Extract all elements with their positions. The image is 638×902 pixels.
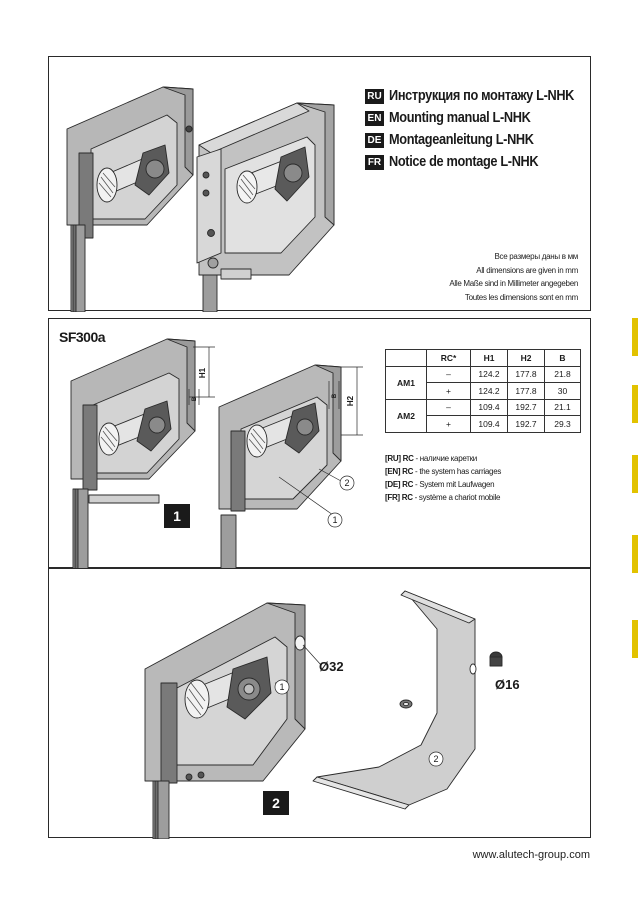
table-cell: 30	[544, 382, 581, 400]
part-2-marker-bottom: 2	[433, 754, 438, 764]
title-fr: FR Notice de montage L-NHK	[365, 151, 599, 173]
table-cell: +	[426, 415, 471, 433]
hole-32-callout: Ø32	[319, 659, 344, 674]
table-cell: 192.7	[507, 415, 545, 433]
table-row: + 124.2 177.8 30	[386, 382, 581, 400]
drilling-illustration: 1 2	[144, 590, 503, 839]
table-cell: 29.3	[544, 415, 581, 433]
lang-badge-fr: FR	[365, 154, 384, 170]
table-cell: –	[426, 398, 471, 416]
dimension-note-de: Alle Maße sind in Millimeter angegeben	[449, 279, 578, 288]
table-row: AM1 – 124.2 177.8 21.8	[385, 365, 581, 400]
rc-note-ru: [RU] RC - наличие каретки	[385, 452, 501, 465]
dimension-note-ru: Все размеры даны в мм	[494, 252, 578, 261]
rc-note-text: - système a chariot mobile	[412, 493, 501, 502]
table-cell: 124.2	[470, 382, 508, 400]
side-marker	[632, 535, 638, 573]
rc-note-fr: [FR] RC - système a chariot mobile	[385, 491, 501, 504]
dimension-note-en: All dimensions are given in mm	[476, 265, 578, 275]
rc-note-lang: [DE] RC	[385, 480, 414, 489]
rc-note-lang: [EN] RC	[385, 467, 414, 476]
table-cell: 21.1	[544, 398, 581, 416]
lang-badge-ru: RU	[365, 88, 384, 104]
part-2-marker: 2	[344, 478, 349, 488]
table-header-blank	[385, 349, 427, 367]
side-marker	[632, 620, 638, 658]
table-cell: 109.4	[470, 415, 508, 433]
table-cell: –	[426, 365, 471, 383]
b-label-1: B	[192, 396, 198, 401]
rc-note-text: - the system has carriages	[413, 467, 502, 476]
table-cell: 192.7	[507, 398, 545, 416]
title-text-en: Mounting manual L-NHK	[389, 110, 531, 126]
step-1-badge: 1	[164, 504, 190, 528]
h1-label: H1	[198, 367, 207, 378]
table-header-h1: H1	[470, 349, 508, 367]
title-text-fr: Notice de montage L-NHK	[389, 154, 539, 170]
cover-panel: RU Инструкция по монтажу L-NHK EN Mounti…	[48, 56, 591, 312]
title-ru: RU Инструкция по монтажу L-NHK	[365, 85, 599, 107]
rc-note-lang: [FR] RC	[385, 493, 413, 502]
rc-note-text: - System mit Laufwagen	[413, 480, 495, 489]
table-cell: 177.8	[507, 382, 545, 400]
side-marker	[632, 455, 638, 493]
table-cell: 124.2	[470, 365, 508, 383]
title-de: DE Montageanleitung L-NHK	[365, 129, 599, 151]
cassette-dimension-illustration: H1 H2 B B 1 2	[70, 338, 363, 569]
dimensions-panel: SF300a	[48, 318, 591, 569]
dimensions-table: RC* H1 H2 B AM1 – 124.2 177.8 21.8 + 124…	[385, 349, 581, 433]
title-text-de: Montageanleitung L-NHK	[389, 132, 534, 148]
title-block: RU Инструкция по монтажу L-NHK EN Mounti…	[365, 85, 599, 173]
model-label: SF300a	[59, 329, 106, 345]
rc-note-en: [EN] RC - the system has carriages	[385, 465, 501, 478]
table-header-b: B	[544, 349, 581, 367]
rc-note-de: [DE] RC - System mit Laufwagen	[385, 478, 501, 491]
side-marker	[632, 385, 638, 423]
table-row-head-am2: AM2	[385, 398, 427, 433]
side-marker	[632, 318, 638, 356]
table-row: AM2 – 109.4 192.7 21.1	[385, 398, 581, 433]
footer-url: www.alutech-group.com	[472, 849, 590, 861]
table-header-row: RC* H1 H2 B	[385, 349, 581, 367]
table-cell: 109.4	[470, 398, 508, 416]
table-row-head-am1: AM1	[385, 365, 427, 400]
rc-note-text: - наличие каретки	[413, 454, 477, 463]
title-text-ru: Инструкция по монтажу L-NHK	[389, 88, 575, 104]
hole-16-callout: Ø16	[495, 677, 520, 692]
rc-note-lang: [RU] RC	[385, 454, 414, 463]
b-label-2: B	[332, 393, 338, 398]
lang-badge-de: DE	[365, 132, 384, 148]
part-1-marker-bottom: 1	[279, 682, 284, 692]
lang-badge-en: EN	[365, 110, 384, 126]
h2-label: H2	[346, 395, 355, 406]
table-cell: +	[426, 382, 471, 400]
table-cell: 21.8	[544, 365, 581, 383]
title-en: EN Mounting manual L-NHK	[365, 107, 599, 129]
table-cell: 177.8	[507, 365, 545, 383]
rc-notes: [RU] RC - наличие каретки [EN] RC - the …	[385, 452, 501, 504]
table-header-h2: H2	[507, 349, 545, 367]
part-1-marker: 1	[332, 515, 337, 525]
cassette-illustration-top	[66, 86, 335, 312]
step-2-badge: 2	[263, 791, 289, 815]
table-row: + 109.4 192.7 29.3	[386, 415, 581, 433]
dimension-notes: Все размеры даны в мм All dimensions are…	[449, 250, 578, 304]
table-header-rc: RC*	[426, 349, 471, 367]
drilling-panel: 1 2 Ø32 Ø16 2	[48, 568, 591, 839]
dimension-note-fr: Toutes les dimensions sont en mm	[464, 292, 578, 302]
